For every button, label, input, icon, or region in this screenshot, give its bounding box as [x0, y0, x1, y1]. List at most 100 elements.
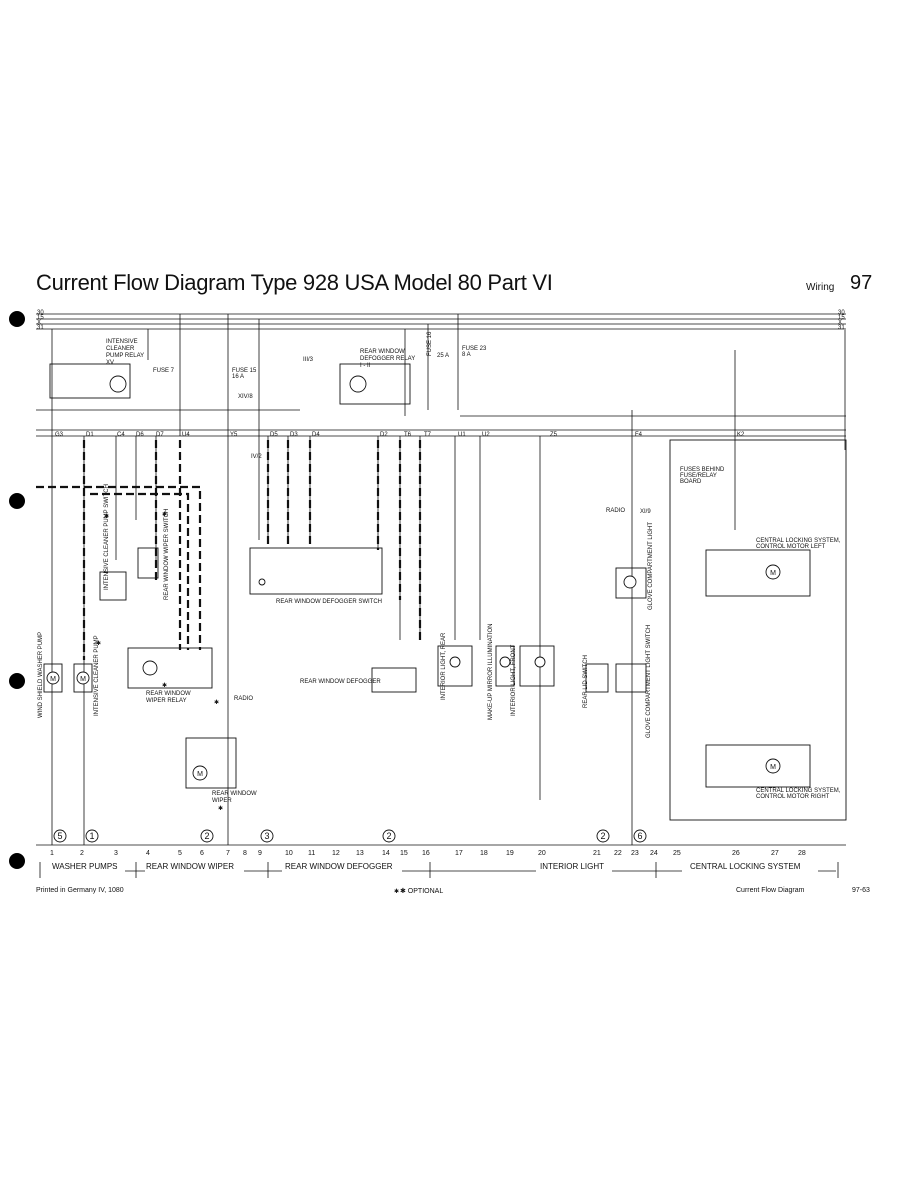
- asterisk-icon: ✱: [218, 805, 223, 812]
- grid-number: 12: [332, 850, 340, 857]
- fuse-label: FUSE 23: [462, 346, 487, 352]
- connector-label: G3: [55, 432, 64, 438]
- transistor-icon: [349, 375, 367, 393]
- harness-lines: [36, 440, 422, 660]
- intensive-cleaner-relay-label: PUMP RELAY: [106, 353, 144, 359]
- wiper-relay-label: REAR WINDOW: [146, 691, 191, 697]
- relay-tag: IV/2: [251, 454, 262, 460]
- locking-right-label: CENTRAL LOCKING SYSTEM,: [756, 788, 841, 794]
- bus-label: 31: [37, 325, 44, 331]
- connector-label: D7: [156, 432, 164, 438]
- lamp-icon: [258, 578, 266, 586]
- defogger-switch-label: REAR WINDOW DEFOGGER SWITCH: [276, 599, 382, 605]
- cleaner-pump-box: [73, 663, 93, 693]
- motor-icon: [46, 671, 60, 685]
- relay-tag: XIV/8: [238, 394, 253, 400]
- motor-icon: [76, 671, 90, 685]
- ground-number: 5: [57, 831, 62, 841]
- motor-icon: [765, 564, 781, 580]
- connector-label: U4: [182, 432, 190, 438]
- connector-label: T7: [424, 432, 432, 438]
- binding-hole-icon: [9, 853, 25, 869]
- wiper-switch-box: [137, 547, 159, 579]
- page-number: 97: [850, 272, 873, 294]
- svg-text:M: M: [770, 764, 776, 771]
- vertical-label: REAR LID SWITCH: [583, 655, 589, 708]
- grid-number: 21: [593, 850, 601, 857]
- rear-lid-switch-box: [585, 663, 609, 693]
- glove-switch-box: [615, 663, 647, 693]
- doc-title: Current Flow Diagram: [736, 887, 805, 894]
- fuses-behind-label: FUSES BEHIND: [680, 467, 725, 473]
- fuse-value: 16 A: [232, 374, 244, 380]
- lamp-icon: [499, 656, 511, 668]
- grid-number: 23: [631, 850, 639, 857]
- grid-number: 25: [673, 850, 681, 857]
- connector-label: C4: [117, 432, 125, 438]
- grid-number: 27: [771, 850, 779, 857]
- grid-number: 13: [356, 850, 364, 857]
- fuse-value: 25 A: [437, 353, 449, 359]
- footer-group-wiper: REAR WINDOW WIPER: [146, 862, 234, 871]
- grid-number: 9: [258, 850, 262, 857]
- intensive-cleaner-relay-label: XV: [106, 360, 114, 366]
- connector-label: U2: [482, 432, 490, 438]
- fuse-label: FUSE 16: [427, 331, 433, 356]
- grid-number: 10: [285, 850, 293, 857]
- grid-number: 28: [798, 850, 806, 857]
- asterisk-icon: ✱: [96, 640, 101, 647]
- defogger-relay-label: I - II: [360, 363, 371, 369]
- bus-label: X: [838, 320, 842, 326]
- bus-label: 30: [37, 310, 44, 316]
- wiper-label: WIPER: [212, 798, 232, 804]
- interior-rear-box: [437, 645, 473, 687]
- locking-left-label: CENTRAL LOCKING SYSTEM,: [756, 538, 841, 544]
- component-boxes: [43, 363, 847, 821]
- wiper-motor-box: [185, 737, 237, 789]
- fuse-value: 8 A: [462, 352, 471, 358]
- grid-number: 20: [538, 850, 546, 857]
- connector-label: D2: [380, 432, 388, 438]
- ground-number: 6: [637, 831, 642, 841]
- ground-number: 2: [204, 831, 209, 841]
- intensive-cleaner-relay-label: CLEANER: [106, 346, 135, 352]
- vertical-label: INTENSIVE CLEANER PUMP SWITCH: [104, 484, 110, 590]
- binding-hole-icon: [9, 311, 25, 327]
- asterisk-icon: ✱: [214, 699, 219, 706]
- grid-number: 14: [382, 850, 390, 857]
- locking-left-box: [705, 549, 811, 597]
- relay-tag: III/3: [303, 357, 314, 363]
- grid-number: 18: [480, 850, 488, 857]
- grid-number: 15: [400, 850, 408, 857]
- lamp-icon: [534, 656, 546, 668]
- asterisk-icon: ✱: [104, 513, 109, 520]
- vertical-label: INTENSIVE CLEANER PUMP: [94, 635, 100, 716]
- motor-icon: [192, 765, 208, 781]
- grid-number: 22: [614, 850, 622, 857]
- connector-label: Z5: [550, 432, 558, 438]
- asterisk-icon: ✱: [394, 888, 399, 895]
- radio-label: RADIO: [234, 696, 253, 702]
- lamp-icon: [623, 575, 637, 589]
- relay-tag: XI/9: [640, 509, 651, 515]
- connector-label: D1: [86, 432, 94, 438]
- motor-icon: [765, 758, 781, 774]
- connector-label: Y5: [230, 432, 238, 438]
- grid-number: 11: [308, 850, 315, 857]
- binding-hole-icon: [9, 493, 25, 509]
- grid-number: 16: [422, 850, 430, 857]
- grid-number: 17: [455, 850, 463, 857]
- ground-number: 2: [386, 831, 391, 841]
- svg-text:M: M: [770, 570, 776, 577]
- transistor-icon: [142, 660, 158, 676]
- fuse-label: FUSE 7: [153, 368, 175, 374]
- printed-note: Printed in Germany IV, 1080: [36, 887, 124, 894]
- fuses-behind-label: BOARD: [680, 479, 702, 485]
- optional-note: ✱ OPTIONAL: [400, 888, 444, 895]
- doc-number: 97-63: [852, 887, 870, 894]
- ground-number: 3: [264, 831, 269, 841]
- ground-number: 1: [89, 831, 94, 841]
- grid-number: 4: [146, 850, 150, 857]
- transistor-icon: [109, 375, 127, 393]
